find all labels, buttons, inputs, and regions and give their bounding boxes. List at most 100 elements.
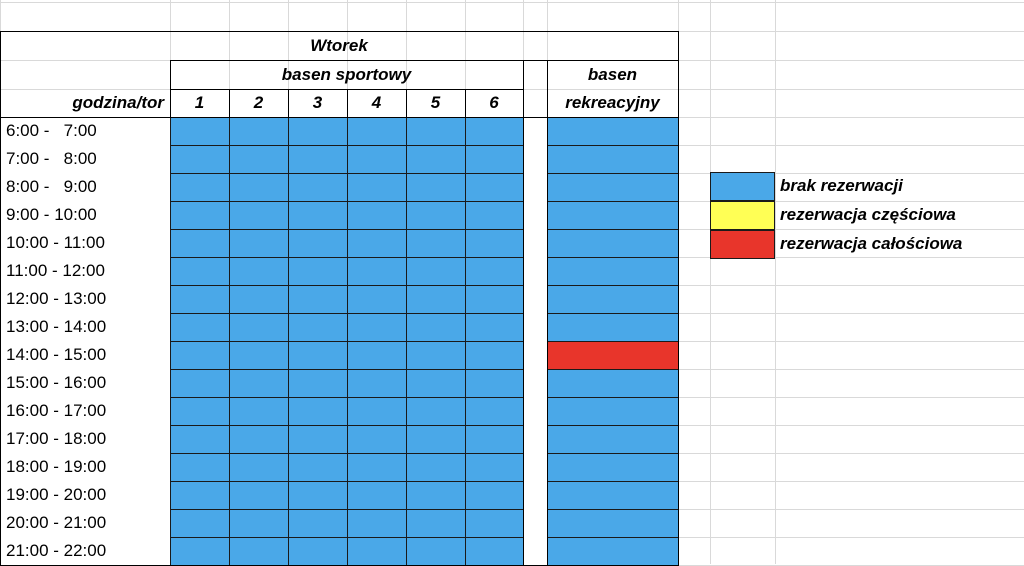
sport-slot-cell[interactable] [406,509,466,538]
rec-slot-cell[interactable] [547,509,679,538]
separator-cell[interactable] [523,145,547,173]
sport-slot-cell[interactable] [229,201,289,230]
sport-slot-cell[interactable] [288,481,348,510]
sport-slot-cell[interactable] [170,481,230,510]
sport-slot-cell[interactable] [170,313,230,342]
sport-slot-cell[interactable] [229,341,289,370]
sport-slot-cell[interactable] [170,425,230,454]
separator-cell[interactable] [523,173,547,201]
sport-slot-cell[interactable] [347,313,407,342]
sport-slot-cell[interactable] [465,285,524,314]
sport-slot-cell[interactable] [170,509,230,538]
sport-slot-cell[interactable] [406,369,466,398]
rec-slot-cell[interactable] [547,229,679,258]
sport-slot-cell[interactable] [406,481,466,510]
sport-slot-cell[interactable] [465,425,524,454]
sport-slot-cell[interactable] [406,453,466,482]
separator-cell[interactable] [523,453,547,481]
separator-cell[interactable] [523,257,547,285]
sport-slot-cell[interactable] [170,341,230,370]
sport-slot-cell[interactable] [406,397,466,426]
rec-slot-cell[interactable] [547,369,679,398]
sport-slot-cell[interactable] [406,285,466,314]
sport-slot-cell[interactable] [347,341,407,370]
sport-slot-cell[interactable] [229,369,289,398]
sport-slot-cell[interactable] [347,173,407,202]
sport-slot-cell[interactable] [170,453,230,482]
rec-slot-cell[interactable] [547,173,679,202]
separator-cell[interactable] [523,285,547,313]
sport-slot-cell[interactable] [465,509,524,538]
separator-cell[interactable] [523,201,547,229]
rec-slot-cell[interactable] [547,285,679,314]
sport-slot-cell[interactable] [288,285,348,314]
separator-cell[interactable] [523,229,547,257]
sport-slot-cell[interactable] [406,341,466,370]
rec-slot-cell[interactable] [547,257,679,286]
sport-slot-cell[interactable] [406,425,466,454]
sport-slot-cell[interactable] [406,313,466,342]
sport-slot-cell[interactable] [288,341,348,370]
sport-slot-cell[interactable] [170,201,230,230]
sport-slot-cell[interactable] [229,117,289,146]
sport-slot-cell[interactable] [465,453,524,482]
separator-cell[interactable] [523,341,547,369]
sport-slot-cell[interactable] [170,397,230,426]
sport-slot-cell[interactable] [347,397,407,426]
sport-slot-cell[interactable] [465,229,524,258]
sport-slot-cell[interactable] [465,481,524,510]
sport-slot-cell[interactable] [229,257,289,286]
sport-slot-cell[interactable] [347,201,407,230]
separator-cell[interactable] [523,509,547,537]
sport-slot-cell[interactable] [170,173,230,202]
sport-slot-cell[interactable] [347,509,407,538]
rec-slot-cell[interactable] [547,341,679,370]
sport-slot-cell[interactable] [465,313,524,342]
sport-slot-cell[interactable] [170,285,230,314]
rec-slot-cell[interactable] [547,481,679,510]
separator-cell[interactable] [523,397,547,425]
sport-slot-cell[interactable] [465,257,524,286]
sport-slot-cell[interactable] [465,537,524,566]
sport-slot-cell[interactable] [347,117,407,146]
sport-slot-cell[interactable] [170,145,230,174]
sport-slot-cell[interactable] [465,369,524,398]
sport-slot-cell[interactable] [229,229,289,258]
sport-slot-cell[interactable] [229,537,289,566]
sport-slot-cell[interactable] [347,481,407,510]
separator-cell[interactable] [523,537,547,565]
rec-slot-cell[interactable] [547,145,679,174]
sport-slot-cell[interactable] [288,509,348,538]
sport-slot-cell[interactable] [288,425,348,454]
sport-slot-cell[interactable] [170,257,230,286]
rec-slot-cell[interactable] [547,537,679,566]
rec-slot-cell[interactable] [547,453,679,482]
sport-slot-cell[interactable] [229,397,289,426]
rec-slot-cell[interactable] [547,201,679,230]
rec-slot-cell[interactable] [547,313,679,342]
sport-slot-cell[interactable] [229,481,289,510]
sport-slot-cell[interactable] [465,201,524,230]
sport-slot-cell[interactable] [288,173,348,202]
sport-slot-cell[interactable] [465,397,524,426]
sport-slot-cell[interactable] [288,369,348,398]
sport-slot-cell[interactable] [465,145,524,174]
sport-slot-cell[interactable] [406,173,466,202]
sport-slot-cell[interactable] [288,201,348,230]
sport-slot-cell[interactable] [406,145,466,174]
separator-cell[interactable] [523,117,547,145]
sport-slot-cell[interactable] [288,453,348,482]
rec-slot-cell[interactable] [547,117,679,146]
sport-slot-cell[interactable] [465,117,524,146]
sport-slot-cell[interactable] [288,397,348,426]
sport-slot-cell[interactable] [347,257,407,286]
sport-slot-cell[interactable] [229,285,289,314]
sport-slot-cell[interactable] [347,229,407,258]
sport-slot-cell[interactable] [406,117,466,146]
sport-slot-cell[interactable] [347,537,407,566]
separator-cell[interactable] [523,481,547,509]
sport-slot-cell[interactable] [170,537,230,566]
sport-slot-cell[interactable] [465,341,524,370]
sport-slot-cell[interactable] [288,537,348,566]
sport-slot-cell[interactable] [170,229,230,258]
